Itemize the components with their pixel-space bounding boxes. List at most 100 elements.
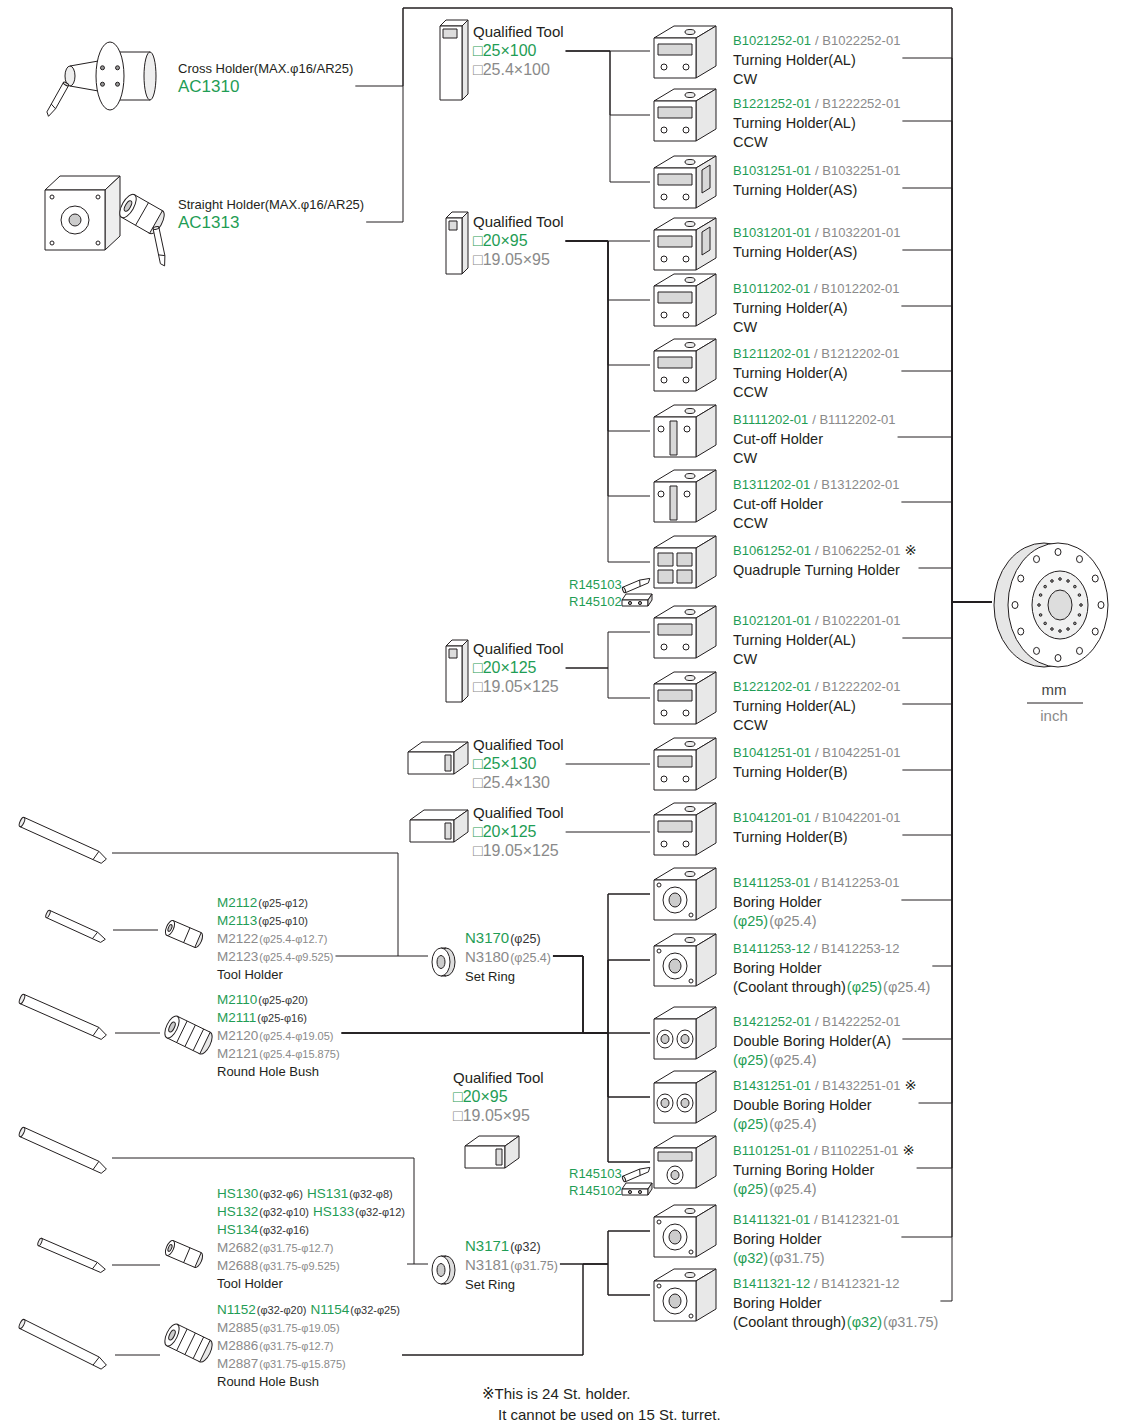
holder-illustration bbox=[685, 1273, 695, 1278]
part-name: CCW bbox=[733, 384, 768, 400]
part-name: Double Boring Holder bbox=[733, 1097, 872, 1113]
text-line: M2121(φ25.4-φ15.875) bbox=[217, 1044, 340, 1062]
pin-illustration bbox=[638, 601, 641, 604]
text-line: B1411321-01/ B1412321-01 bbox=[733, 1209, 899, 1229]
boring-bar-illustration bbox=[46, 910, 105, 942]
turret-illustration bbox=[1018, 628, 1024, 635]
holder-illustration bbox=[658, 553, 673, 566]
footnote: It cannot be used on 15 St. turret. bbox=[498, 1405, 721, 1424]
holder-illustration bbox=[683, 127, 689, 133]
connector-line bbox=[902, 602, 992, 835]
pin-illustration bbox=[628, 601, 631, 604]
text-line: Qualified Tool bbox=[473, 22, 564, 41]
pin-illustration bbox=[623, 578, 650, 592]
holder-illustration bbox=[696, 738, 716, 790]
turret-illustration bbox=[1077, 556, 1083, 563]
part-name: Turning Boring Holder bbox=[733, 1162, 874, 1178]
text-line: Turning Holder(A) bbox=[733, 363, 899, 383]
driven-holder: Straight Holder(MAX.φ16/AR25)AC1313 bbox=[178, 194, 366, 232]
holder-illustration bbox=[670, 486, 677, 520]
holder-illustration bbox=[658, 1152, 692, 1161]
part-name: Set Ring bbox=[465, 1277, 515, 1292]
text-line: AC1310 bbox=[178, 77, 353, 96]
holder-illustration bbox=[654, 880, 696, 920]
dimension-inch: (φ31.75) bbox=[769, 1250, 824, 1266]
part-number: B1041251-01 bbox=[733, 745, 811, 760]
text-line: Turning Holder(AS) bbox=[733, 242, 900, 262]
qualified-tool-illustration bbox=[462, 640, 468, 702]
holder-illustration bbox=[669, 1294, 681, 1308]
holder-illustration bbox=[696, 606, 716, 658]
text-line: Turning Holder(AL) bbox=[733, 630, 900, 650]
holder-illustration bbox=[663, 887, 687, 913]
text-line: Tool Holder bbox=[217, 965, 333, 983]
holder-illustration bbox=[685, 278, 695, 283]
part-number: M2110 bbox=[217, 992, 257, 1007]
pin-illustration bbox=[622, 600, 648, 606]
text-line: N3170(φ25) bbox=[465, 928, 551, 947]
tool-holder: B1411321-12/ B1412321-12Boring Holder(Co… bbox=[650, 1273, 940, 1332]
boring-bar-illustration bbox=[45, 910, 51, 919]
text-line: CCW bbox=[733, 382, 899, 402]
dimension: (φ25) bbox=[733, 913, 768, 929]
connector-line bbox=[902, 250, 992, 602]
set-ring-illustration bbox=[437, 956, 445, 969]
text-line: HS130(φ32-φ6)HS131(φ32-φ8) bbox=[217, 1184, 405, 1202]
turret-illustration bbox=[1039, 614, 1042, 617]
holder-illustration bbox=[654, 946, 696, 986]
holder-illustration bbox=[654, 1217, 696, 1257]
turret-illustration bbox=[1051, 628, 1054, 631]
holder-illustration bbox=[658, 821, 692, 832]
text-line: CW bbox=[733, 317, 899, 337]
boring-bar-illustration bbox=[18, 1127, 26, 1138]
connector-line bbox=[407, 1264, 428, 1265]
holder-illustration bbox=[696, 470, 716, 522]
connector-line bbox=[566, 668, 650, 698]
connector-line bbox=[553, 956, 650, 1033]
dimension: (φ25) bbox=[733, 1181, 768, 1197]
part-number: B1021201-01 bbox=[733, 613, 811, 628]
holder-illustration bbox=[657, 1030, 673, 1048]
holder-illustration bbox=[669, 1230, 681, 1244]
part-number-inch: M2122 bbox=[217, 931, 258, 946]
holder-illustration bbox=[681, 1035, 689, 1044]
bush-illustration bbox=[185, 1025, 195, 1047]
text-line: M2122(φ25.4-φ12.7) bbox=[217, 929, 333, 947]
part-name: CW bbox=[733, 319, 757, 335]
boring-bar-illustration bbox=[20, 994, 106, 1039]
straight-holder-illustration bbox=[45, 190, 105, 250]
text-line: Qualified Tool bbox=[473, 639, 564, 658]
holder-illustration bbox=[657, 1094, 673, 1112]
qualified-tool: Qualified Tool□25×100□25.4×100 bbox=[473, 22, 566, 79]
part-number-inch: M2885 bbox=[217, 1320, 258, 1335]
connector-line bbox=[940, 602, 992, 1301]
qualified-tool-illustration bbox=[454, 742, 468, 774]
text-line: B1011202-01/ B1012202-01 bbox=[733, 278, 899, 298]
part-number: B1061252-01 bbox=[733, 543, 811, 558]
holder-illustration bbox=[683, 841, 689, 847]
size-range-inch: (φ31.75-φ15.875) bbox=[259, 1358, 345, 1370]
part-name: Turning Holder(A) bbox=[733, 300, 848, 316]
holder-illustration bbox=[683, 256, 689, 262]
boring-bar-illustration bbox=[18, 994, 26, 1005]
text-line: □19.05×125 bbox=[473, 677, 564, 696]
cross-holder-illustration bbox=[100, 82, 104, 86]
qualified-tool-illustration bbox=[446, 646, 462, 702]
part-number-inch: M2120 bbox=[217, 1028, 258, 1043]
holder-illustration bbox=[685, 343, 695, 348]
connector-line bbox=[566, 832, 650, 833]
turret-illustration bbox=[1055, 655, 1061, 662]
part-name: Cut-off Holder bbox=[733, 431, 823, 447]
holder-illustration bbox=[654, 417, 696, 457]
pin-illustration bbox=[638, 1190, 641, 1193]
leader-line bbox=[113, 930, 158, 931]
holder-illustration bbox=[689, 913, 693, 917]
pin-illustration bbox=[639, 580, 640, 586]
turret-illustration bbox=[1012, 602, 1018, 609]
part-number-inch: M2688 bbox=[217, 1258, 258, 1273]
text-line: Turning Boring Holder bbox=[733, 1160, 915, 1180]
part-name: ※ bbox=[904, 1077, 916, 1093]
part-number-inch: N3180 bbox=[465, 948, 509, 965]
holder-illustration bbox=[684, 491, 690, 497]
